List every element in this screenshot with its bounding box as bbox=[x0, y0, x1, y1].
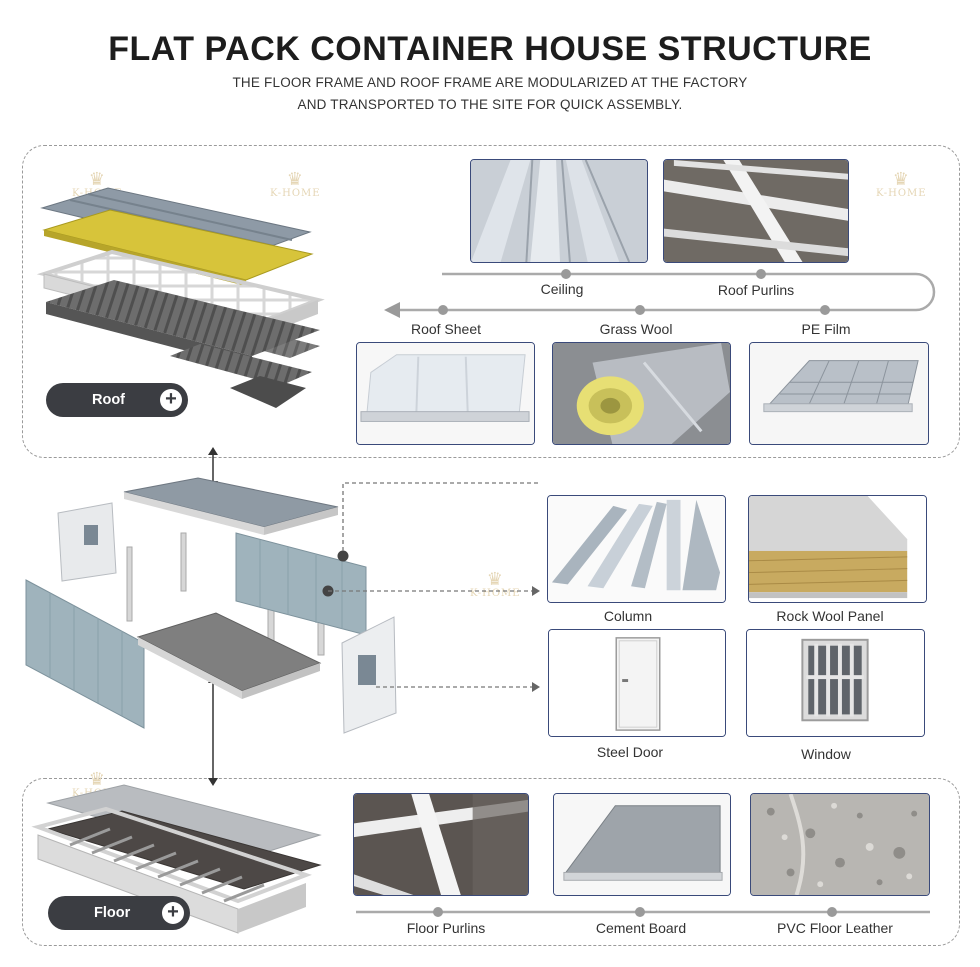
floor-badge-label: Floor bbox=[94, 905, 131, 921]
column-label: Column bbox=[603, 608, 653, 624]
plus-icon: + bbox=[162, 902, 184, 924]
roof-purlins-label: Roof Purlins bbox=[717, 282, 795, 298]
cement-board-photo bbox=[553, 793, 731, 896]
roof-sheet-label: Roof Sheet bbox=[410, 321, 482, 337]
pe-film-photo bbox=[749, 342, 929, 445]
roof-exploded-illustration bbox=[36, 187, 325, 408]
plus-icon: + bbox=[160, 389, 182, 411]
grass-wool-label: Grass Wool bbox=[599, 321, 673, 337]
roof-badge-label: Roof bbox=[92, 392, 126, 408]
roof-purlins-photo bbox=[663, 159, 849, 263]
roof-sheet-photo bbox=[356, 342, 535, 445]
steel-door-photo bbox=[548, 629, 726, 737]
pvc-floor-leather-label: PVC Floor Leather bbox=[777, 920, 893, 936]
page-title: FLAT PACK CONTAINER HOUSE STRUCTURE bbox=[108, 30, 872, 68]
subtitle-line-1: THE FLOOR FRAME AND ROOF FRAME ARE MODUL… bbox=[232, 75, 748, 90]
steel-door-label: Steel Door bbox=[596, 744, 664, 760]
house-exploded-illustration bbox=[25, 447, 540, 786]
rock-wool-panel-label: Rock Wool Panel bbox=[776, 608, 884, 624]
ceiling-photo bbox=[470, 159, 648, 263]
window-photo bbox=[746, 629, 925, 737]
watermark-logo-2: ♛K-HOME bbox=[270, 169, 321, 200]
rock-wool-panel-photo bbox=[748, 495, 927, 603]
window-label: Window bbox=[801, 746, 851, 762]
pvc-floor-leather-photo bbox=[750, 793, 930, 896]
floor-purlins-photo bbox=[353, 793, 529, 896]
floor-purlins-label: Floor Purlins bbox=[406, 920, 486, 936]
cement-board-label: Cement Board bbox=[595, 920, 687, 936]
ceiling-label: Ceiling bbox=[540, 281, 584, 297]
roof-section bbox=[22, 145, 960, 458]
roof-assembly-flow-line bbox=[384, 269, 936, 318]
subtitle-line-2: AND TRANSPORTED TO THE SITE FOR QUICK AS… bbox=[297, 97, 683, 112]
column-photo bbox=[547, 495, 726, 603]
roof-badge-button[interactable]: Roof + bbox=[46, 383, 188, 417]
pe-film-label: PE Film bbox=[801, 321, 851, 337]
floor-section bbox=[22, 778, 960, 946]
watermark-logo-4: ♛K-HOME bbox=[470, 569, 521, 600]
floor-badge-button[interactable]: Floor + bbox=[48, 896, 190, 930]
floor-assembly-flow-line bbox=[356, 907, 930, 917]
watermark-logo-3: ♛K-HOME bbox=[876, 169, 927, 200]
grass-wool-photo bbox=[552, 342, 731, 445]
